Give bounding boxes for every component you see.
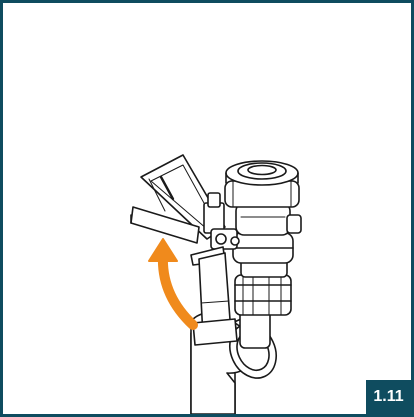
- extension-strap: [192, 252, 238, 346]
- top-coupling: [224, 160, 300, 208]
- valve-lever: [130, 206, 200, 244]
- figure-number-badge: 1.11: [366, 380, 411, 414]
- valve-illustration: [130, 154, 302, 414]
- curved-arrow-up-icon: [148, 238, 198, 330]
- upper-pipe: [232, 202, 302, 349]
